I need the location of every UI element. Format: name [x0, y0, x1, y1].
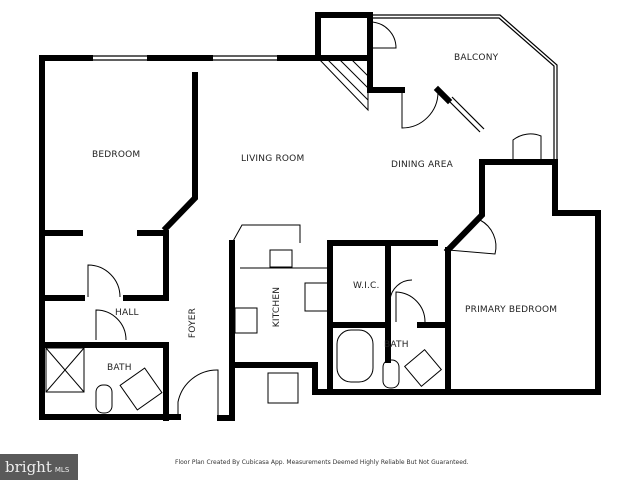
wall-bath-right — [385, 322, 451, 363]
stove — [304, 282, 331, 312]
door-balcony-storage — [369, 21, 397, 49]
walls — [39, 12, 601, 421]
room-label-bedroom: BEDROOM — [92, 150, 141, 160]
door-primary — [446, 219, 497, 255]
wall-balcony-storage — [315, 12, 453, 105]
toilet-left — [95, 384, 113, 414]
room-label-primary-bedroom: PRIMARY BEDROOM — [465, 305, 558, 315]
shower — [45, 347, 85, 393]
window-right — [595, 265, 601, 355]
doors — [87, 21, 542, 417]
balcony-railing — [370, 14, 558, 162]
room-label-bath-left: BATH — [107, 363, 132, 373]
bathtub — [336, 329, 374, 383]
railings — [90, 14, 601, 355]
room-label-balcony: BALCONY — [454, 53, 499, 63]
door-dining — [401, 90, 439, 129]
kitchen-counter — [231, 224, 330, 269]
wall-dining — [327, 159, 485, 395]
toilet-right — [382, 359, 400, 389]
logo-text: bright — [5, 458, 52, 476]
room-label-foyer: FOYER — [188, 307, 199, 339]
wall-left — [39, 55, 181, 420]
door-closet — [512, 133, 542, 162]
room-label-living-room: LIVING ROOM — [241, 154, 305, 164]
room-label-wic: W.I.C. — [353, 281, 380, 291]
fridge — [267, 372, 299, 404]
wall-closet — [479, 159, 558, 216]
dining-window — [447, 96, 485, 133]
fixtures — [45, 57, 443, 414]
room-label-hall: HALL — [115, 308, 139, 318]
balcony-railing-inner — [370, 17, 555, 162]
door-bedroom — [87, 264, 121, 298]
kitchen-sink — [269, 249, 293, 268]
door-bath-right — [395, 291, 426, 323]
wall-foyer-bottom — [217, 240, 318, 421]
stairs — [317, 57, 369, 112]
shower-cross — [45, 347, 85, 393]
sink-left — [119, 367, 163, 411]
window-line — [90, 55, 280, 61]
door-hall — [95, 309, 127, 341]
wall-bedroom-bottom — [39, 230, 169, 300]
wall-bedroom-right — [161, 72, 198, 233]
door-wic — [389, 279, 413, 301]
room-label-dining-area: DINING AREA — [391, 160, 453, 170]
room-label-kitchen: KITCHEN — [272, 286, 283, 328]
counter-island — [234, 307, 258, 334]
sink-right — [403, 348, 443, 388]
logo-suffix: MLS — [54, 466, 70, 474]
wall-bottom-right — [312, 210, 601, 395]
wall-bath-left — [39, 342, 169, 421]
disclaimer-caption: Floor Plan Created By Cubicasa App. Meas… — [175, 459, 469, 466]
door-foyer — [177, 369, 219, 417]
room-label-bath-right: BATH — [384, 340, 409, 350]
